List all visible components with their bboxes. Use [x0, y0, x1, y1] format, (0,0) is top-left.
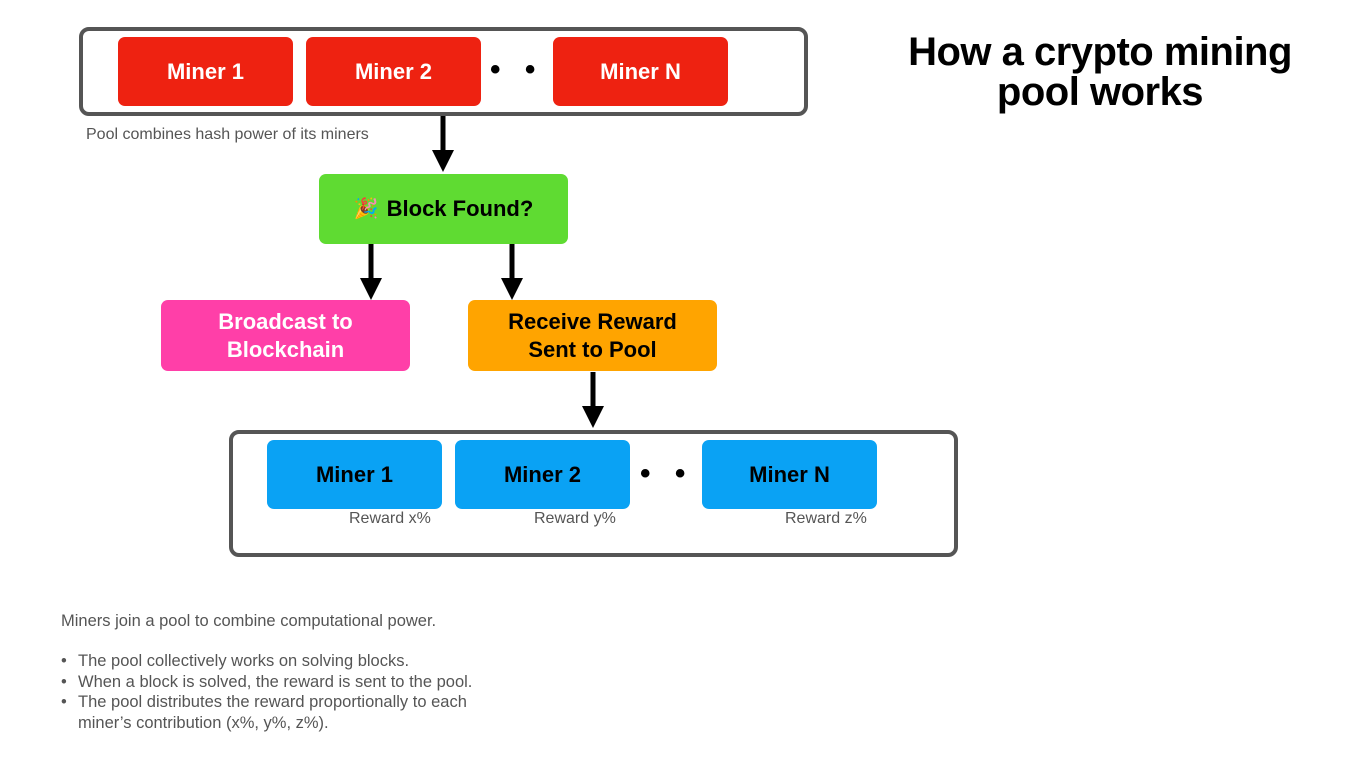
top-miner-2: Miner 2 [306, 37, 481, 106]
page-title: How a crypto mining pool works [880, 32, 1320, 112]
block-found-box: 🎉 Block Found? [319, 174, 568, 244]
arrow-pool-to-block [432, 116, 454, 172]
pool-caption: Pool combines hash power of its miners [86, 126, 369, 143]
broadcast-box: Broadcast to Blockchain [161, 300, 410, 371]
arrow-block-to-receive [501, 244, 523, 300]
notes-bullet-1: The pool collectively works on solving b… [61, 651, 498, 672]
arrow-block-to-broadcast [360, 244, 382, 300]
receive-line-2: Sent to Pool [528, 336, 657, 362]
reward-label-n: Reward z% [785, 510, 867, 527]
notes-bullet-3: The pool distributes the reward proporti… [61, 692, 498, 733]
broadcast-line-2: Blockchain [226, 336, 345, 362]
party-popper-icon: 🎉 [353, 198, 379, 220]
reward-label-1: Reward x% [349, 510, 431, 527]
bottom-miner-2: Miner 2 [455, 440, 630, 509]
explanation-notes: Miners join a pool to combine computatio… [61, 612, 498, 733]
bottom-miner-n: Miner N [702, 440, 877, 509]
bottom-miner-1: Miner 1 [267, 440, 442, 509]
notes-bullet-list: The pool collectively works on solving b… [61, 651, 498, 733]
receive-line-1: Receive Reward [508, 308, 677, 334]
title-line-1: How a crypto mining [908, 30, 1292, 74]
top-miner-1: Miner 1 [118, 37, 293, 106]
title-line-2: pool works [996, 70, 1204, 114]
top-miner-n: Miner N [553, 37, 728, 106]
broadcast-line-1: Broadcast to [218, 308, 353, 334]
block-found-label: Block Found? [386, 196, 534, 221]
arrow-receive-to-miners [582, 372, 604, 428]
receive-reward-box: Receive Reward Sent to Pool [468, 300, 717, 371]
notes-intro: Miners join a pool to combine computatio… [61, 612, 437, 630]
notes-bullet-2: When a block is solved, the reward is se… [61, 672, 498, 693]
reward-label-2: Reward y% [534, 510, 616, 527]
